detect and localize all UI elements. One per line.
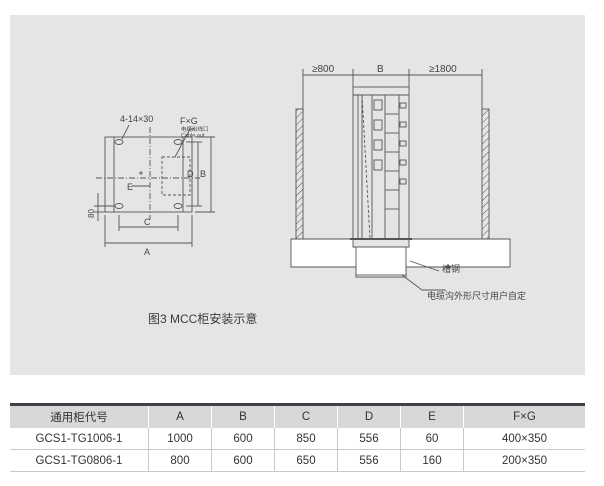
cell-d: 556: [337, 428, 401, 450]
cable-outlet-box: [161, 156, 191, 196]
header-a: A: [148, 404, 212, 428]
cell-fg: 200×350: [463, 449, 585, 472]
spec-table: 通用柜代号 A B C D E F×G GCS1-TG1006-1 1000 6…: [10, 403, 585, 472]
installation-diagram: 4-14×30 F×G 电缆出线口 Cable out E C A D B 80: [87, 64, 526, 301]
dim-80-label: 80: [87, 209, 96, 218]
cell-b: 600: [211, 428, 275, 450]
bolt-holes: [114, 139, 183, 209]
channel-steel-label: 槽钢: [442, 263, 460, 274]
cell-c: 650: [274, 449, 338, 472]
cell-b: 600: [211, 449, 275, 472]
left-wall: [295, 108, 304, 240]
cell-fg: 400×350: [463, 428, 585, 450]
dim-e-label: E: [127, 182, 133, 192]
header-code: 通用柜代号: [10, 404, 149, 428]
elevation-view: [290, 69, 511, 291]
header-b: B: [211, 404, 275, 428]
cell-code: GCS1-TG0806-1: [10, 449, 149, 472]
header-c: C: [274, 404, 338, 428]
table-row: GCS1-TG0806-1 800 600 650 556 160 200×35…: [10, 449, 585, 472]
cable-outlet-cn-label: 电缆出线口: [181, 125, 209, 133]
base-frame-outline: [104, 136, 193, 213]
figure-caption: 图3 MCC柜安装示意: [148, 312, 258, 326]
plan-view: [94, 124, 215, 247]
cable-trench: [355, 246, 407, 276]
width-b-label: B: [377, 64, 384, 75]
cell-e: 160: [400, 449, 464, 472]
trench-note-label: 电缆沟外形尺寸用户自定: [427, 290, 526, 301]
installation-diagram-panel: 4-14×30 F×G 电缆出线口 Cable out E C A D B 80: [10, 15, 585, 375]
cable-outlet-en-label: Cable out: [181, 133, 205, 139]
table-header-row: 通用柜代号 A B C D E F×G: [10, 404, 585, 428]
table-row: GCS1-TG1006-1 1000 600 850 556 60 400×35…: [10, 428, 585, 450]
dim-d-label: D: [187, 169, 194, 179]
dim-c-label: C: [144, 217, 151, 227]
header-fg: F×G: [463, 404, 585, 428]
fg-label: F×G: [180, 116, 198, 126]
header-d: D: [337, 404, 401, 428]
cell-d: 556: [337, 449, 401, 472]
cell-a: 1000: [148, 428, 212, 450]
left-clearance-label: ≥800: [312, 64, 335, 75]
cell-code: GCS1-TG1006-1: [10, 428, 149, 450]
bolt-label: 4-14×30: [120, 114, 153, 124]
cell-c: 850: [274, 428, 338, 450]
cell-a: 800: [148, 449, 212, 472]
right-clearance-label: ≥1800: [429, 64, 457, 75]
dim-a-label: A: [144, 247, 150, 257]
cell-e: 60: [400, 428, 464, 450]
header-e: E: [400, 404, 464, 428]
right-wall: [481, 108, 490, 240]
dim-b-label: B: [200, 169, 206, 179]
